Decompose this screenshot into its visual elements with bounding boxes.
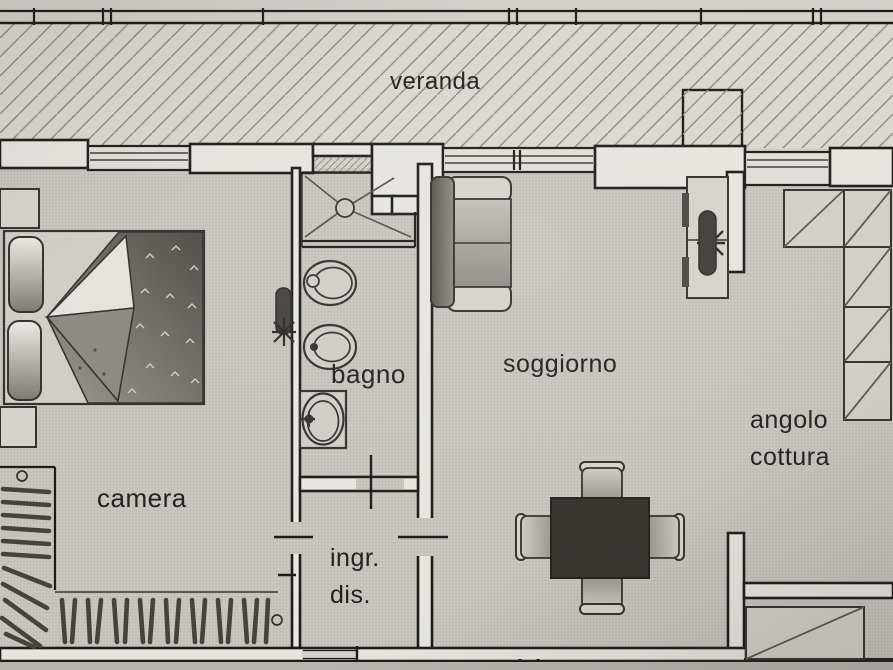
office-chair-icon <box>697 210 725 276</box>
pillar <box>681 88 744 150</box>
shower-icon <box>301 171 417 249</box>
toilet-icon <box>302 259 358 307</box>
sofa-icon <box>430 176 512 312</box>
pillow-icon <box>7 320 42 401</box>
door-openings <box>274 455 540 670</box>
room-label-soggiorno: soggiorno <box>503 350 618 378</box>
blanket-dots <box>78 348 106 376</box>
bed-icon <box>0 188 206 448</box>
room-label-angolo-cottura-line1: angolo <box>750 406 829 434</box>
room-label-veranda: veranda <box>390 68 481 95</box>
wardrobe-hangers-icon <box>0 465 283 650</box>
wall-desk-stub <box>725 170 746 274</box>
photo-edge-strip <box>0 662 893 670</box>
wall-bottom-right-line <box>744 658 893 663</box>
bidet-icon <box>302 323 358 371</box>
cottura-window <box>743 150 832 187</box>
dining-chair-icon <box>515 513 558 561</box>
dining-table-icon <box>550 497 650 579</box>
camera-window <box>86 144 192 172</box>
room-label-ingresso-line2: dis. <box>330 581 371 609</box>
dining-chair-icon <box>642 513 685 561</box>
blanket-pattern <box>127 245 200 394</box>
soggiorno-window <box>441 146 597 174</box>
bagno-window <box>311 142 374 174</box>
kitchen-counter-icon <box>745 189 892 660</box>
wall-bottom <box>0 646 748 663</box>
room-label-angolo-cottura: angolo cottura <box>750 402 830 476</box>
room-label-ingresso-line1: ingr. <box>330 544 380 572</box>
sink-icon <box>298 389 348 450</box>
wall-soggiorno-annex <box>726 531 746 651</box>
room-label-angolo-cottura-line2: cottura <box>750 443 830 471</box>
wall-bagno-soggiorno <box>416 162 434 652</box>
room-label-bagno: bagno <box>331 359 406 389</box>
wall-annex-top <box>742 581 893 600</box>
dining-chair-icon <box>579 571 625 615</box>
pillow-icon <box>8 236 44 313</box>
room-label-camera: camera <box>97 483 187 513</box>
veranda-area <box>0 22 893 148</box>
room-label-ingresso: ingr. dis. <box>330 540 380 614</box>
dining-chair-icon <box>579 461 625 505</box>
interior-walls <box>0 162 893 663</box>
desk-icon <box>682 176 729 299</box>
veranda-window-band <box>0 8 893 25</box>
dining-set-icon <box>515 461 685 615</box>
nightstand-icon <box>0 406 37 448</box>
top-wall <box>0 138 893 216</box>
nightstand-icon <box>0 188 40 229</box>
radiator-icon <box>272 287 296 346</box>
